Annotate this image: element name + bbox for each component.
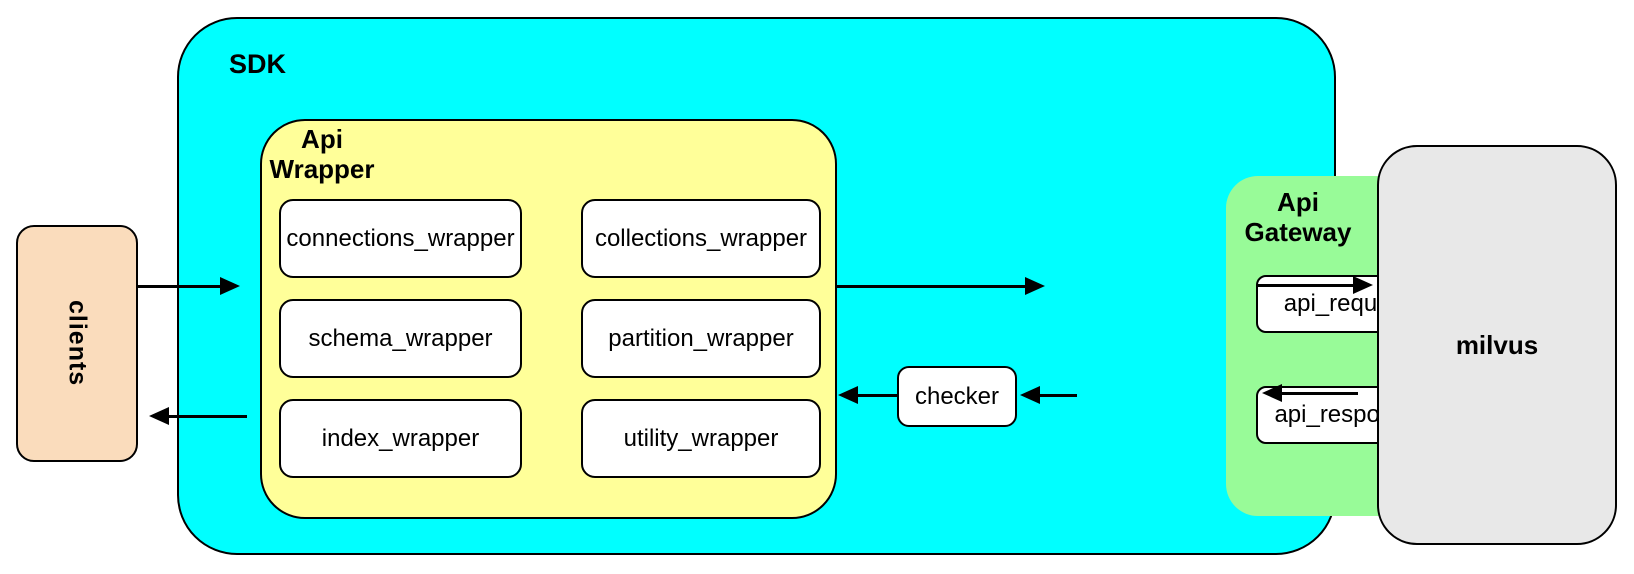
clients-box: clients [16,225,138,462]
milvus-box: milvus [1377,145,1617,545]
arrow-api-response-to-checker [1020,386,1077,404]
clients-label: clients [63,300,92,387]
arrow-api-request-to-milvus [1258,276,1373,294]
checker-label: checker [914,382,1000,410]
partition-wrapper-label: partition_wrapper [608,324,794,352]
arrow-clients-to-api-wrapper [138,277,240,295]
index-wrapper-box: index_wrapper [279,399,522,478]
api-wrapper-label-line2: Wrapper [269,153,375,184]
sdk-container: SDK Api Wrapper connections_wrapper coll… [177,17,1467,555]
connections-wrapper-box: connections_wrapper [279,199,522,278]
schema-wrapper-box: schema_wrapper [279,299,522,378]
collections-wrapper-box: collections_wrapper [581,199,821,278]
partition-wrapper-box: partition_wrapper [581,299,821,378]
api-gateway-label: Api Gateway [1236,187,1360,248]
index-wrapper-label: index_wrapper [321,424,480,452]
api-gateway-label-line2: Gateway [1244,216,1352,247]
api-gateway-label-line1: Api [1277,187,1319,217]
milvus-label: milvus [1455,329,1539,360]
api-wrapper-container: Api Wrapper connections_wrapper collecti… [260,119,837,519]
arrow-milvus-to-api-response [1262,384,1358,402]
arrow-api-wrapper-to-clients [149,407,247,425]
utility-wrapper-box: utility_wrapper [581,399,821,478]
sdk-label: SDK [229,49,287,79]
api-wrapper-label-line1: Api [301,124,343,154]
api-wrapper-label: Api Wrapper [266,124,378,185]
collections-wrapper-label: collections_wrapper [594,224,808,252]
arrow-checker-to-api-wrapper [838,386,897,404]
connections-wrapper-label: connections_wrapper [286,224,515,252]
arrow-api-wrapper-to-gateway [836,277,1045,295]
schema-wrapper-label: schema_wrapper [308,324,493,352]
checker-box: checker [897,366,1017,427]
utility-wrapper-label: utility_wrapper [623,424,779,452]
